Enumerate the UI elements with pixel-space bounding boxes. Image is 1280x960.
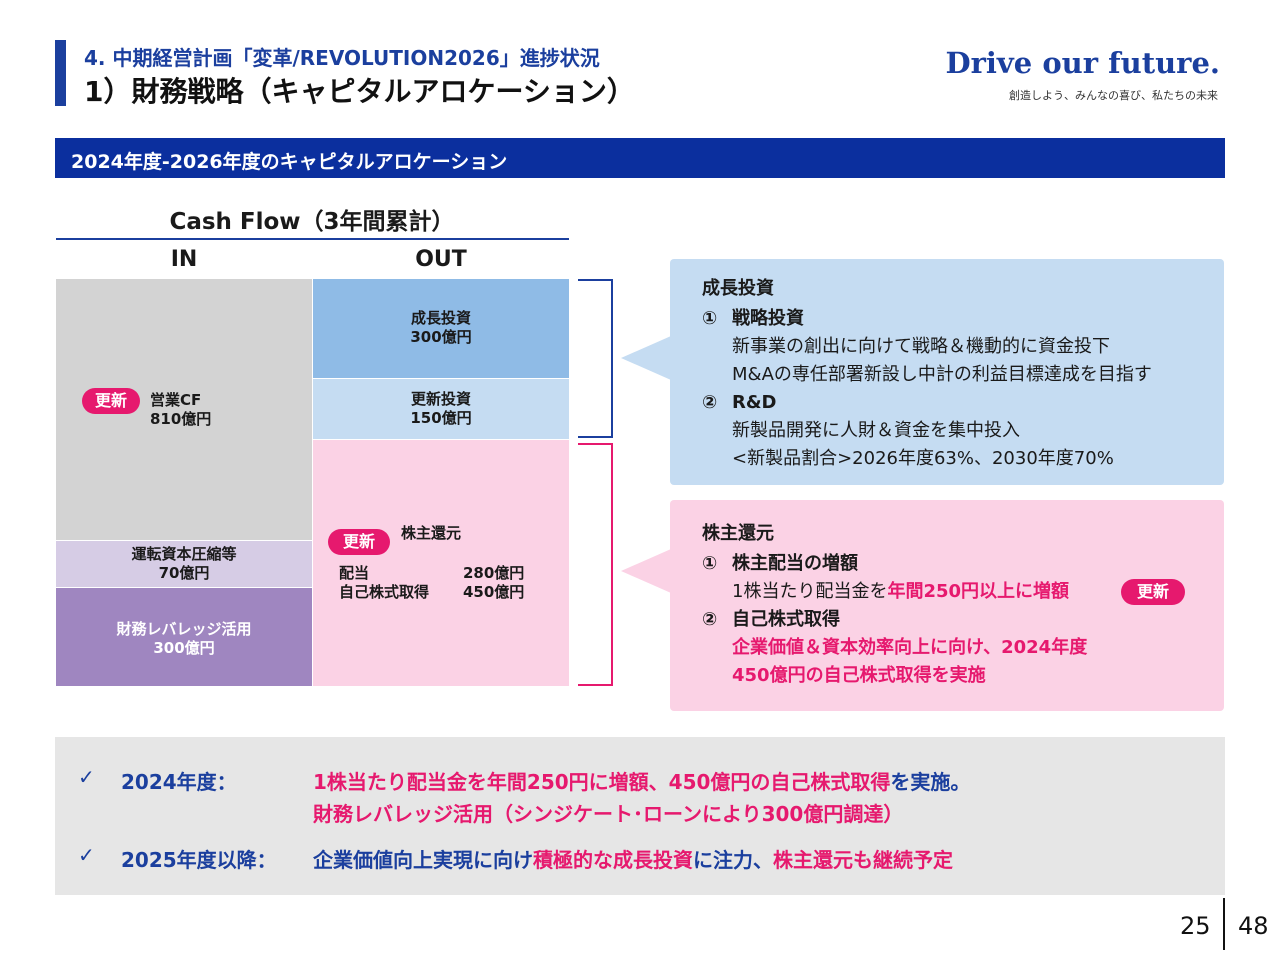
- check-icon: ✓: [78, 843, 95, 867]
- check-icon: ✓: [78, 765, 95, 789]
- out-renewal-block: 更新投資 150億円: [313, 379, 569, 439]
- operating-cf-label: 営業CF: [150, 391, 202, 409]
- summary-row1-pink: 1株当たり配当金を年間250円に増額、450億円の自己株式取得: [313, 770, 891, 794]
- growth-item2-line2: <新製品割合>2026年度63%、2030年度70%: [732, 448, 1114, 469]
- operating-cf-update-badge: 更新: [82, 388, 140, 414]
- out-column-header: OUT: [415, 247, 467, 272]
- in-leverage-block: 財務レバレッジ活用 300億円: [56, 588, 312, 686]
- summary-row2-pink-b: 株主還元も継続予定: [773, 848, 953, 872]
- return-item2-line1: 企業価値＆資本効率向上に向け、2024年度: [732, 637, 1088, 658]
- summary-row1-line1: 1株当たり配当金を年間250円に増額、450億円の自己株式取得を実施。: [313, 766, 970, 795]
- summary-row2-text: 企業価値向上実現に向け積極的な成長投資に注力、株主還元も継続予定: [313, 844, 953, 873]
- return-callout-title: 株主還元: [702, 523, 774, 544]
- shareholder-label: 株主還元: [401, 524, 462, 542]
- growth-item-rnd: ② R&D: [702, 389, 1224, 417]
- dividend-label: 配当: [339, 564, 370, 582]
- summary-row2-label: 2025年度以降：: [121, 848, 277, 872]
- section-title-bar: 2024年度-2026年度のキャピタルアロケーション: [55, 138, 1225, 178]
- summary-row2-pink-a: 積極的な成長投資: [533, 848, 693, 872]
- growth-callout-pointer: [621, 336, 671, 380]
- summary-box: [55, 737, 1225, 895]
- dividend-value: 280億円: [463, 564, 525, 582]
- return-item1-number: ①: [702, 553, 718, 574]
- return-callout-pointer: [621, 549, 671, 593]
- dividend-update-badge: 更新: [1121, 579, 1185, 605]
- growth-item-strategic: ① 戦略投資: [702, 305, 1224, 333]
- cashflow-title-underline: [56, 238, 569, 240]
- growth-bracket: [578, 279, 613, 438]
- buyback-value: 450億円: [463, 583, 525, 601]
- growth-value: 300億円: [410, 328, 472, 346]
- out-growth-block: 成長投資 300億円: [313, 279, 569, 378]
- in-column-header: IN: [170, 247, 198, 272]
- working-capital-value: 70億円: [158, 564, 210, 582]
- shareholder-update-badge: 更新: [328, 529, 390, 555]
- return-item2-title: 自己株式取得: [732, 609, 840, 630]
- growth-item2-title: R&D: [732, 392, 777, 413]
- growth-investment-callout: 成長投資 ① 戦略投資 新事業の創出に向けて戦略＆機動的に資金投下 M&Aの専任部…: [670, 259, 1224, 485]
- growth-item1-title: 戦略投資: [732, 308, 804, 329]
- growth-item2-number: ②: [702, 392, 718, 413]
- out-shareholder-block: 株主還元 配当 自己株式取得 280億円 450億円: [313, 440, 569, 686]
- return-item1-line: 1株当たり配当金を年間250円以上に増額: [702, 578, 1224, 606]
- summary-row1-blue: を実施。: [890, 770, 971, 794]
- summary-row1-label: 2024年度：: [121, 770, 237, 794]
- return-item-dividend: ① 株主配当の増額: [702, 550, 1224, 578]
- return-bracket: [578, 443, 613, 686]
- leverage-label: 財務レバレッジ活用: [116, 620, 252, 638]
- summary-row2-blue-a: 企業価値向上実現に向け: [313, 848, 533, 872]
- page-number-total: 48: [1238, 912, 1269, 940]
- growth-item1-line2: M&Aの専任部署新設し中計の利益目標達成を目指す: [732, 364, 1152, 385]
- return-item-buyback: ② 自己株式取得: [702, 606, 1224, 634]
- page-number-divider: [1223, 898, 1225, 950]
- renewal-value: 150億円: [410, 409, 472, 427]
- header-accent-bar: [55, 40, 66, 106]
- leverage-value: 300億円: [153, 639, 215, 657]
- return-item1-title: 株主配当の増額: [732, 553, 858, 574]
- return-item1-text-a: 1株当たり配当金を: [732, 581, 888, 602]
- brand-slogan: Drive our future.: [945, 46, 1220, 80]
- shareholder-return-callout: 株主還元 ① 株主配当の増額 1株当たり配当金を年間250円以上に増額 ② 自己株式…: [670, 500, 1224, 711]
- return-item2-line2: 450億円の自己株式取得を実施: [732, 665, 986, 686]
- page-title: 1）財務戦略（キャピタルアロケーション）: [84, 75, 635, 108]
- return-item1-text-b: 年間250円以上に増額: [887, 581, 1070, 602]
- renewal-label: 更新投資: [410, 390, 471, 408]
- working-capital-label: 運転資本圧縮等: [131, 545, 237, 563]
- growth-callout-title: 成長投資: [702, 278, 774, 299]
- summary-row2-blue-b: に注力、: [693, 848, 773, 872]
- in-working-capital-block: 運転資本圧縮等 70億円: [56, 541, 312, 587]
- operating-cf-value: 810億円: [150, 410, 212, 428]
- growth-item1-number: ①: [702, 308, 718, 329]
- growth-item1-line1: 新事業の創出に向けて戦略＆機動的に資金投下: [732, 336, 1110, 357]
- brand-tagline: 創造しよう、みんなの喜び、私たちの未来: [1009, 89, 1218, 102]
- growth-item2-line1: 新製品開発に人財＆資金を集中投入: [732, 420, 1020, 441]
- cashflow-title: Cash Flow（3年間累計）: [169, 209, 455, 235]
- header-subtitle: 4. 中期経営計画「変革/REVOLUTION2026」進捗状況: [84, 46, 600, 70]
- page-number-current: 25: [1180, 912, 1211, 940]
- buyback-label: 自己株式取得: [339, 583, 430, 601]
- return-item2-number: ②: [702, 609, 718, 630]
- summary-row1-line2: 財務レバレッジ活用（シンジケート･ローンにより300億円調達）: [313, 802, 904, 826]
- growth-label: 成長投資: [410, 309, 471, 327]
